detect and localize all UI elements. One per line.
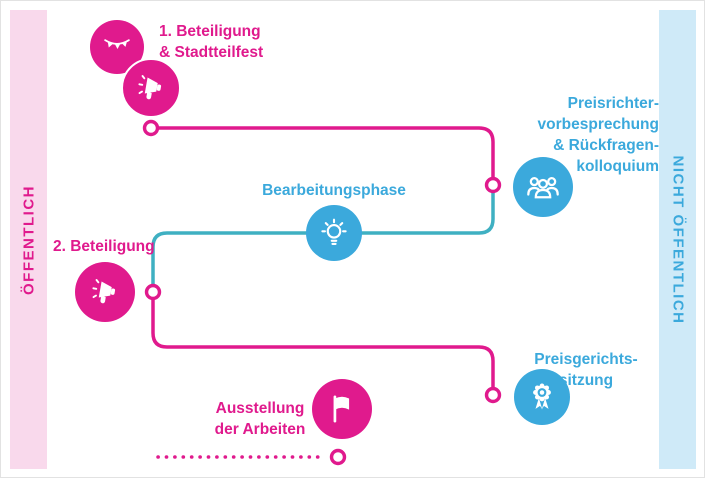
label-ausstellung: Ausstellung der Arbeiten <box>214 400 306 438</box>
label-beteiligung2: 2. Beteiligung <box>53 238 155 255</box>
milestone-node-3 <box>144 283 162 301</box>
label-bearbeitung: Bearbeitungsphase <box>262 182 406 199</box>
bunting-icon <box>104 39 130 49</box>
step-circle-preisgericht <box>514 369 570 425</box>
milestone-node-1 <box>142 119 160 137</box>
label-beteiligung1: 1. Beteiligung & Stadtteilfest <box>159 23 264 61</box>
milestone-node-5 <box>329 448 347 466</box>
step-circle-bearbeitung <box>306 205 362 261</box>
megaphone-icon <box>137 74 161 99</box>
step-circle-preisrichter <box>513 157 573 217</box>
milestone-node-4 <box>484 386 502 404</box>
step-circle-beteiligung2 <box>75 262 135 322</box>
lightbulb-icon <box>321 218 347 245</box>
connector-phase3 <box>151 292 495 395</box>
non-public-sidebar: NICHT ÖFFENTLICH <box>659 10 696 469</box>
milestone-node-2 <box>484 176 502 194</box>
step-circle-ausstellung <box>312 379 372 439</box>
jury-icon <box>527 177 559 199</box>
flag-icon <box>333 395 350 423</box>
public-sidebar: ÖFFENTLICH <box>10 10 47 469</box>
medal-icon <box>533 383 551 410</box>
megaphone-icon <box>91 278 115 303</box>
label-preisrichter: Preisrichter- vorbesprechung & Rückfrage… <box>537 95 659 175</box>
label-preisgericht: Preisgerichts- sitzung <box>534 351 638 389</box>
connector-phase1 <box>151 126 495 185</box>
step-circle-beteiligung1 <box>121 58 181 118</box>
